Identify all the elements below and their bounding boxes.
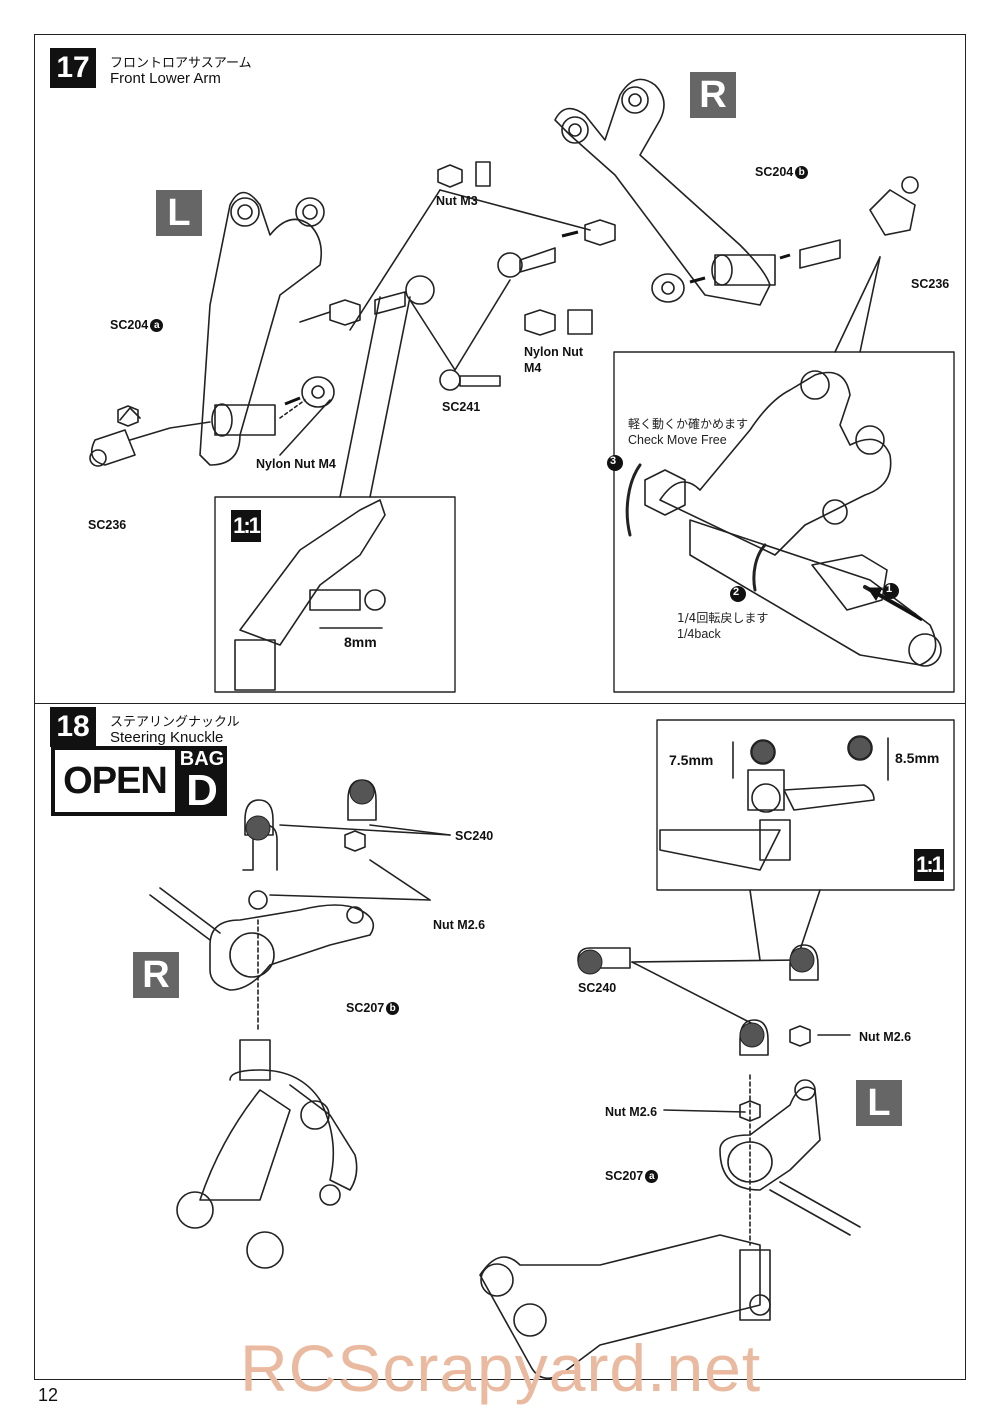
label-sc240-left: SC240 — [578, 981, 617, 995]
watermark: RCScrapyard.net — [240, 1331, 762, 1405]
step-mark-1: 1 — [886, 583, 893, 595]
left-tag-17: L — [156, 190, 202, 236]
label-nut-m26-a: Nut M2.6 — [859, 1030, 912, 1044]
bag-label: BAG — [179, 748, 225, 770]
quarter-back-note: 1/4回転戻します 1/4back — [677, 610, 768, 642]
step-17-number: 17 — [50, 48, 96, 88]
step-18-number: 18 — [50, 707, 96, 747]
label-nylon-nut-right-1: Nylon Nut — [524, 345, 584, 359]
section-divider — [34, 703, 966, 704]
variant-a-badge-18: a — [645, 1170, 659, 1184]
variant-b-badge: b — [795, 166, 809, 180]
sc207-a-text: SC207 — [605, 1169, 644, 1183]
step-18-title-en: Steering Knuckle — [110, 729, 224, 746]
step-18-title-jp: ステアリングナックル — [110, 715, 240, 730]
sc204-a-text: SC204 — [110, 318, 149, 332]
bag-letter: D — [186, 766, 218, 815]
variant-b-badge-18: b — [386, 1002, 400, 1016]
step-mark-2: 2 — [733, 586, 740, 598]
label-sc240-top: SC240 — [455, 829, 494, 843]
step-17-title-en: Front Lower Arm — [110, 70, 221, 87]
label-sc236-right: SC236 — [911, 277, 950, 291]
label-nut-m26-right: Nut M2.6 — [433, 918, 486, 932]
dimension-8-5mm: 8.5mm — [895, 750, 940, 766]
check-move-note: 軽く動くか確かめます Check Move Free — [628, 416, 748, 448]
right-tag-18: R — [133, 952, 179, 998]
step-mark-3: 3 — [610, 455, 617, 467]
scale-badge-18: 1:1 — [914, 849, 944, 881]
check-jp: 軽く動くか確かめます — [628, 417, 749, 431]
label-nut-m26-b: Nut M2.6 — [605, 1105, 658, 1119]
right-tag-17: R — [690, 72, 736, 118]
back-jp: 1/4回転戻します — [677, 611, 769, 625]
label-sc236-left: SC236 — [88, 518, 127, 532]
sc207-b-text: SC207 — [346, 1001, 385, 1015]
open-label: OPEN — [55, 750, 175, 812]
dimension-7-5mm: 7.5mm — [669, 752, 714, 768]
check-en: Check Move Free — [628, 433, 727, 447]
label-nylon-nut-left: Nylon Nut M4 — [256, 457, 336, 471]
variant-a-badge: a — [150, 319, 164, 333]
left-tag-18: L — [856, 1080, 902, 1126]
open-bag-badge: OPEN BAG D — [51, 746, 227, 816]
label-sc241: SC241 — [442, 400, 481, 414]
sc204-b-text: SC204 — [755, 165, 794, 179]
label-nut-m3: Nut M3 — [436, 194, 478, 208]
step-17-title-jp: フロントロアサスアーム — [110, 56, 252, 71]
page-number: 12 — [38, 1385, 59, 1405]
dimension-8mm: 8mm — [344, 634, 377, 650]
scale-badge-17: 1:1 — [231, 510, 261, 542]
label-nylon-nut-right-2: M4 — [524, 361, 542, 375]
page-frame — [34, 34, 966, 1380]
back-en: 1/4back — [677, 627, 721, 641]
